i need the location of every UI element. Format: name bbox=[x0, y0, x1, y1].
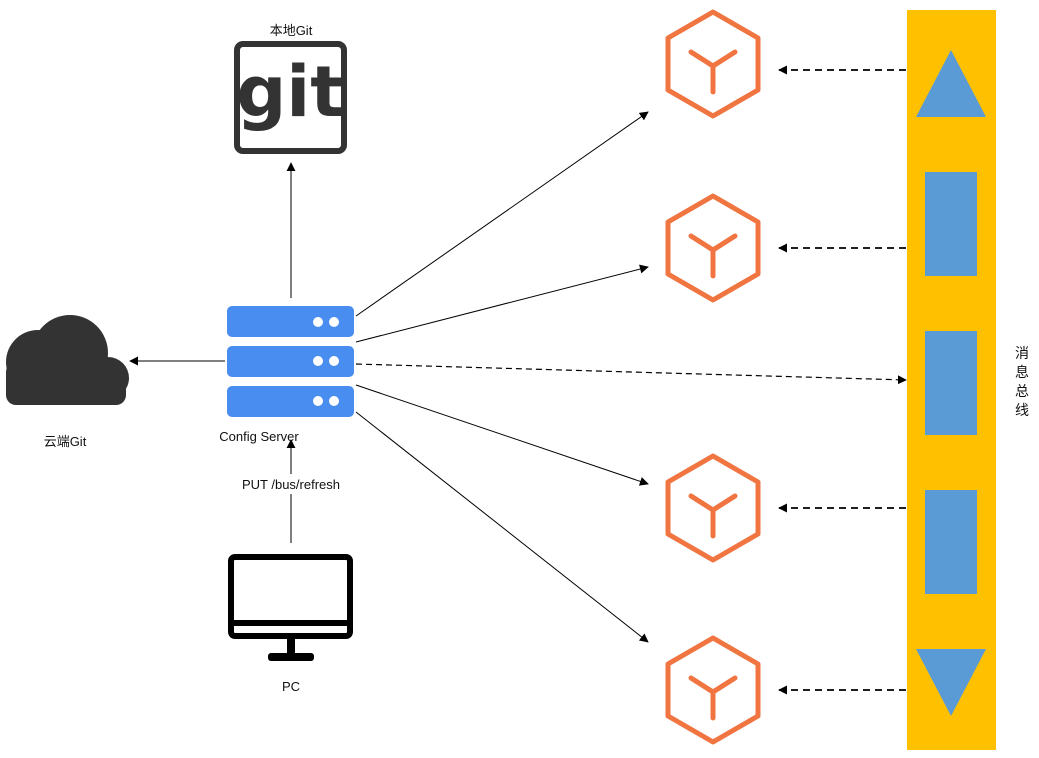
pc-label: PC bbox=[282, 679, 300, 694]
cloud-git-label: 云端Git bbox=[44, 434, 87, 449]
bus-block bbox=[925, 331, 977, 435]
monitor-icon bbox=[228, 554, 353, 661]
service-cube-icon bbox=[668, 12, 758, 116]
refresh-request-label: PUT /bus/refresh bbox=[242, 477, 340, 492]
cloud-icon bbox=[6, 315, 129, 405]
bus-block bbox=[925, 490, 977, 594]
bus-label-char: 息 bbox=[1015, 364, 1029, 381]
server-to-bus-arrow bbox=[355, 363, 907, 385]
server-to-service-arrow bbox=[355, 411, 649, 643]
server-to-service-arrow bbox=[355, 111, 649, 317]
server-to-service-arrow bbox=[355, 264, 649, 343]
service-cube-icon bbox=[668, 638, 758, 742]
git-logo-text: git bbox=[236, 51, 344, 133]
bus-label-char: 线 bbox=[1015, 403, 1029, 419]
service-cube-icon bbox=[668, 456, 758, 560]
bus-label-char: 总 bbox=[1015, 384, 1029, 400]
bus-down-arrow bbox=[916, 649, 986, 716]
message-bus bbox=[907, 10, 996, 750]
bus-label-char: 消 bbox=[1015, 346, 1029, 362]
refresh-label-bg bbox=[232, 474, 352, 494]
server-rack-icon bbox=[227, 306, 354, 417]
git-logo-icon: git bbox=[234, 41, 347, 154]
bus-label: 消 息 总 线 bbox=[1015, 346, 1029, 419]
server-to-service-arrow bbox=[355, 384, 649, 486]
service-cube-icon bbox=[668, 196, 758, 300]
config-server-label: Config Server bbox=[219, 429, 299, 444]
bus-up-arrow bbox=[916, 50, 986, 117]
bus-block bbox=[925, 172, 977, 276]
local-git-label: 本地Git bbox=[270, 23, 313, 38]
